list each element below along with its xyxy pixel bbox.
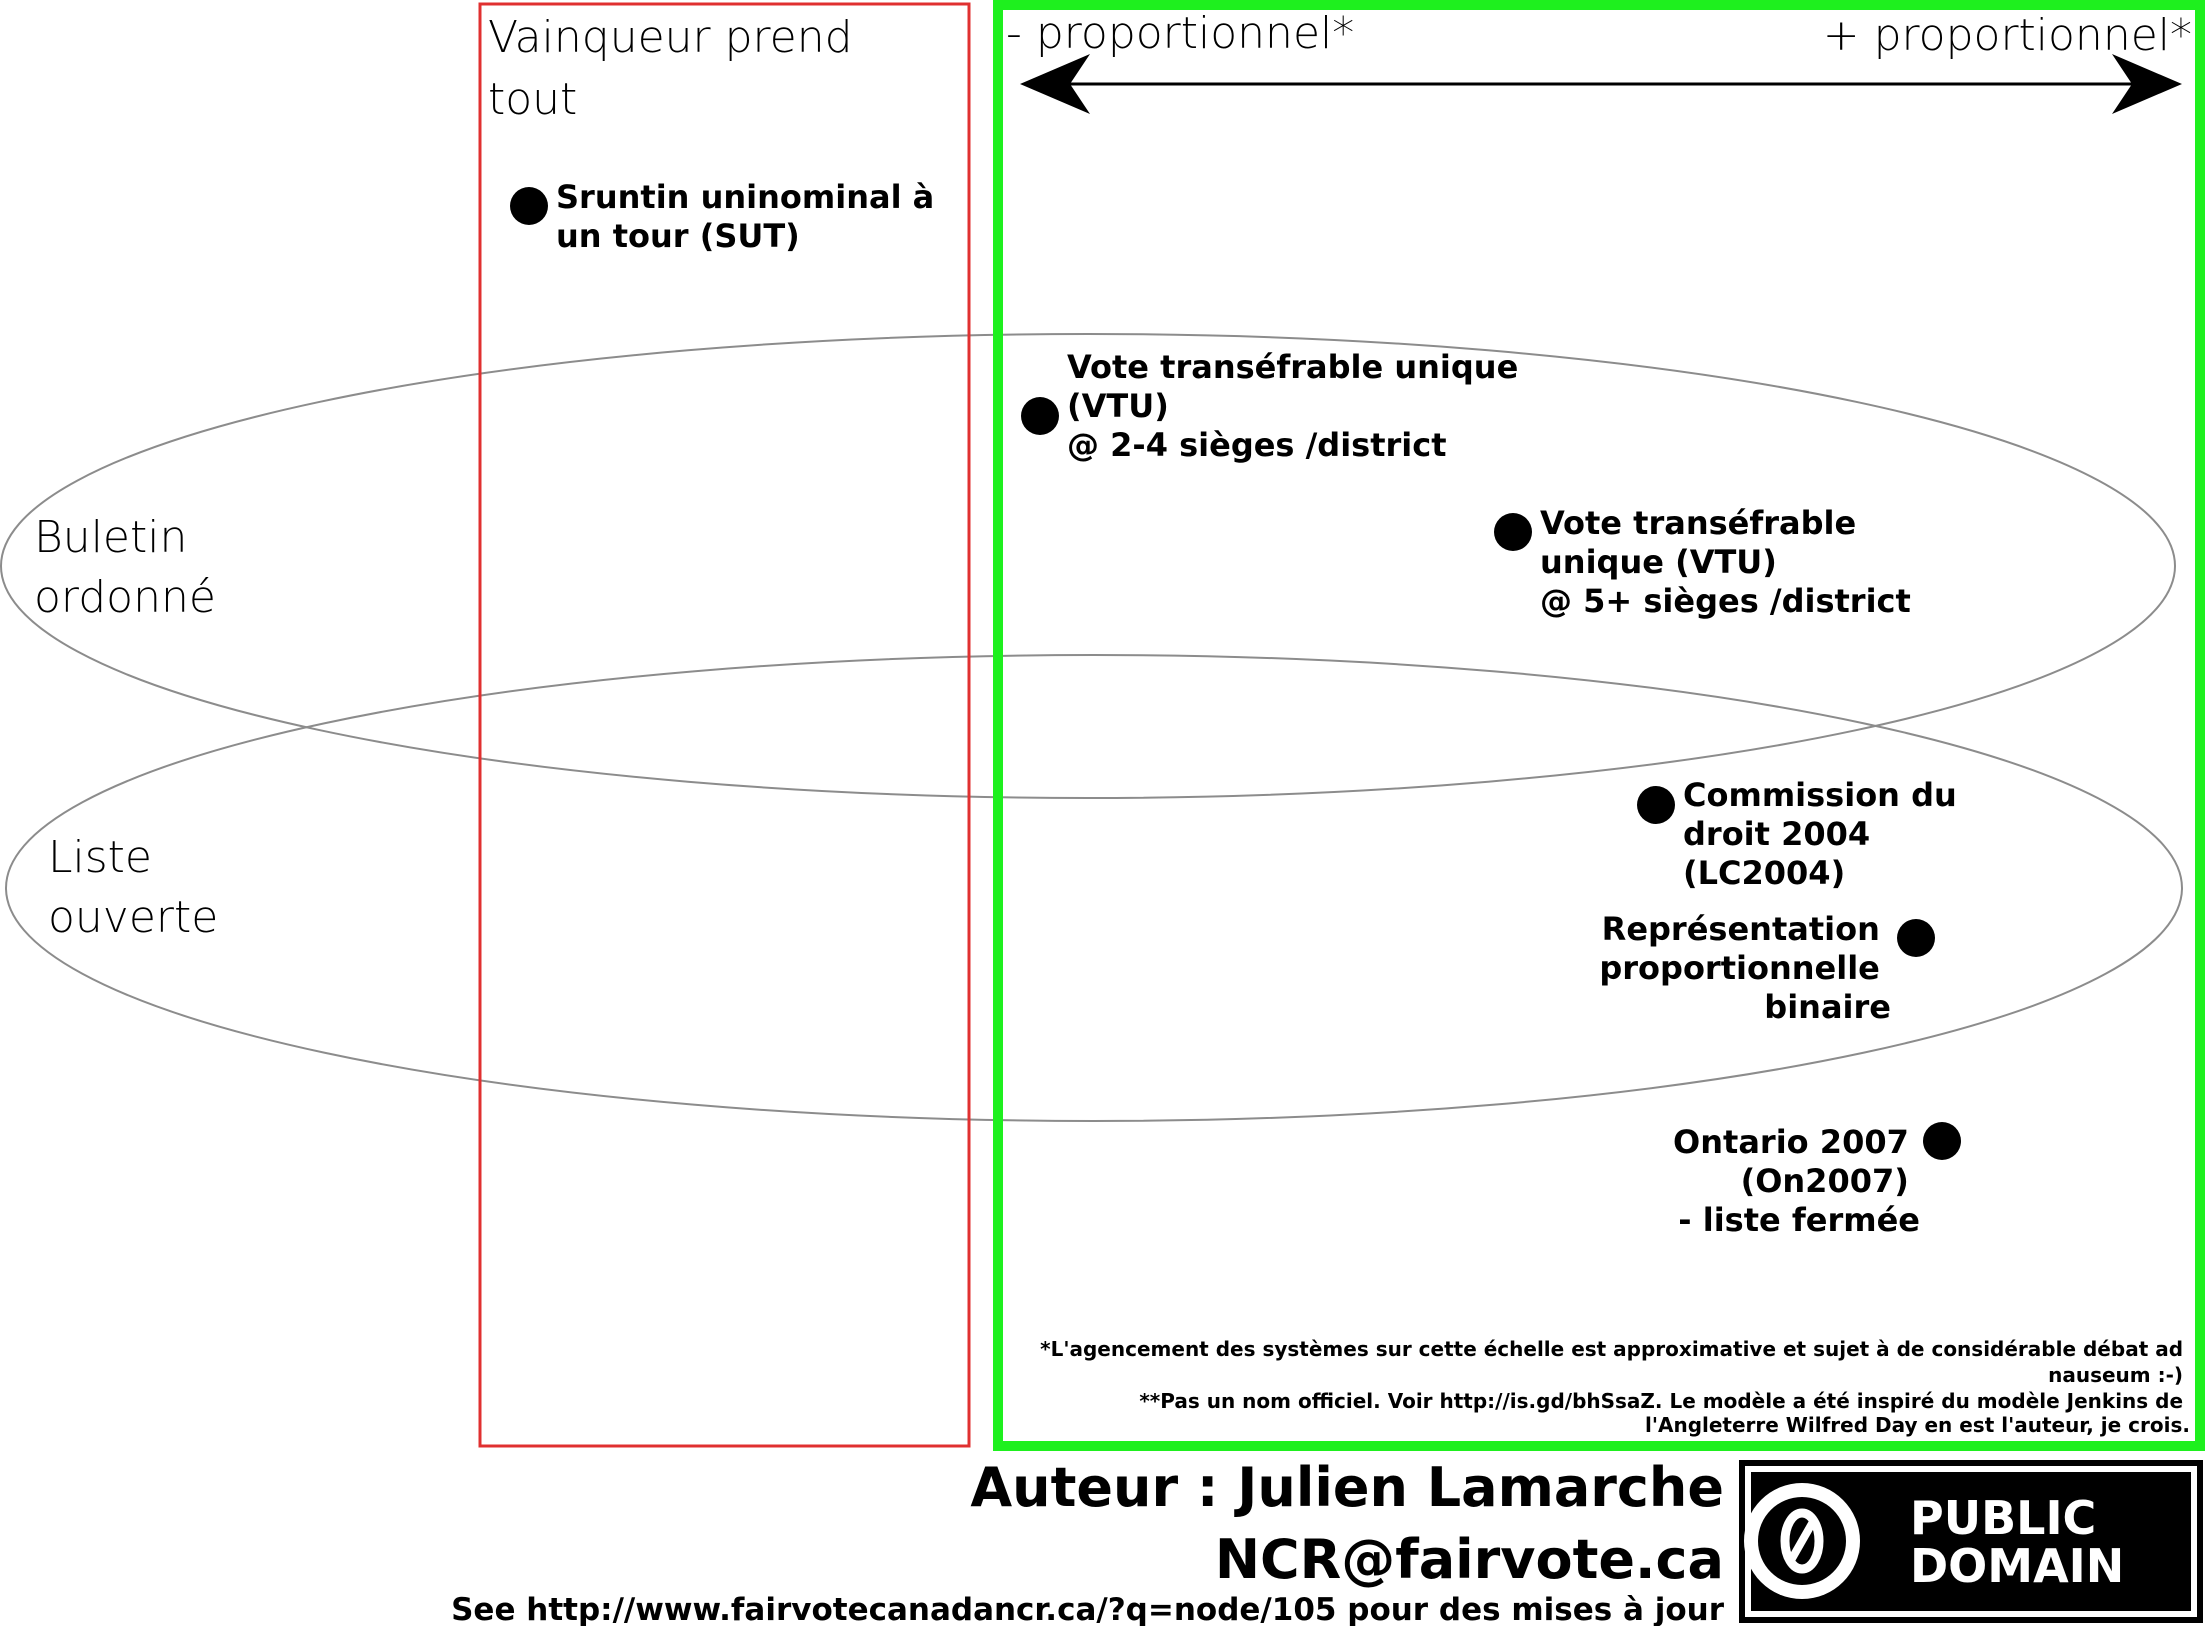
system-label: Commission du droit 2004 (LC2004) — [1683, 776, 1968, 892]
ordered-ballot-ellipse — [0, 333, 2176, 799]
ordered-ballot-label: Buletin ordonné — [34, 512, 216, 623]
system-dot — [1637, 786, 1675, 824]
system-label: Représentation proportionnelle binaire — [1599, 910, 1891, 1026]
system-dot — [1897, 919, 1935, 957]
more-proportional-label: + proportionnel* — [1823, 10, 2192, 61]
system-lc2004: Commission du droit 2004 (LC2004) — [1637, 776, 1968, 892]
proportionality-arrow — [1020, 54, 2182, 114]
public-domain-label: PUBLIC DOMAIN — [1910, 1491, 2124, 1593]
system-dot — [510, 187, 548, 225]
system-label: Vote transéfrable unique (VTU) @ 5+ sièg… — [1540, 504, 1911, 620]
system-vtu-2-4: Vote transéfrable unique (VTU) @ 2-4 siè… — [1021, 348, 1529, 464]
system-dot — [1494, 513, 1532, 551]
system-rp-binaire: Représentation proportionnelle binaire — [1599, 910, 1935, 1026]
system-label: Sruntin uninominal à un tour (SUT) — [556, 178, 945, 255]
proportional-box — [993, 0, 2205, 1451]
open-list-label: Liste ouverte — [48, 832, 218, 943]
system-vtu-5: Vote transéfrable unique (VTU) @ 5+ sièg… — [1494, 504, 1911, 620]
system-label: Vote transéfrable unique (VTU) @ 2-4 siè… — [1067, 348, 1529, 464]
author-email: NCR@fairvote.ca — [1215, 1528, 1724, 1591]
less-proportional-label: - proportionnel* — [1006, 8, 1354, 59]
author-name: Auteur : Julien Lamarche — [970, 1456, 1724, 1519]
system-on2007: Ontario 2007 (On2007) - liste fermée — [1673, 1122, 1961, 1239]
footnotes: *L'agencement des systèmes sur cette éch… — [1040, 1337, 2190, 1437]
system-sut: Sruntin uninominal à un tour (SUT) — [510, 178, 945, 255]
system-dot — [1021, 397, 1059, 435]
winner-takes-all-title: Vainqueur prend tout — [488, 12, 867, 125]
system-label: Ontario 2007 (On2007) - liste fermée — [1673, 1123, 1920, 1239]
winner-takes-all-box — [478, 2, 971, 1448]
updates-link: See http://www.fairvotecanadancr.ca/?q=n… — [451, 1592, 1725, 1626]
open-list-ellipse — [5, 654, 2183, 1122]
system-dot — [1923, 1122, 1961, 1160]
public-domain-badge: PUBLIC DOMAIN — [1739, 1460, 2203, 1623]
